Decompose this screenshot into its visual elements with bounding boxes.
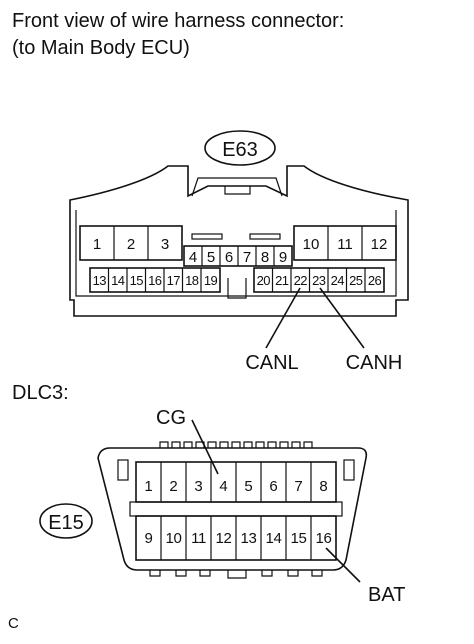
header-line-1: Front view of wire harness connector: [12,10,344,32]
connector-e63-left-block [79,225,183,261]
dlc3-separator [129,501,343,517]
dlc3-pin: 16 [316,530,332,547]
e63-pin: 14 [111,273,125,288]
cg-label: CG [156,407,186,429]
e63-pin: 3 [161,236,169,253]
dlc3-pin: 11 [191,530,206,547]
dlc3-bottom-notches [149,570,323,579]
e63-pin: 17 [167,273,181,288]
e63-pin: 24 [331,273,345,288]
bat-label: BAT [368,584,405,606]
dlc3-pin: 7 [294,478,302,495]
e63-pin: 13 [93,273,107,288]
e63-pin: 21 [275,273,289,288]
e63-pin: 19 [204,273,218,288]
dlc3-pin: 1 [144,478,152,495]
bat-leader-line [325,547,361,583]
e63-pin: 15 [130,273,144,288]
e63-pin: 16 [148,273,162,288]
e63-pin: 11 [337,236,353,253]
dlc3-housing [97,447,368,571]
dlc3-id: E15 [48,512,84,534]
e63-pin: 22 [294,273,308,288]
connector-e63-housing [69,165,409,317]
e63-pin: 23 [312,273,326,288]
e63-pin: 8 [261,249,269,266]
e63-pin: 26 [368,273,382,288]
dlc3-pin: 10 [166,530,182,547]
e63-pin: 9 [279,249,287,266]
e63-pin: 6 [225,249,233,266]
cg-leader-line [191,419,219,475]
e63-pin: 7 [243,249,251,266]
e63-pin: 10 [303,236,320,253]
canh-leader-line [319,287,365,349]
dlc3-pin: 6 [269,478,277,495]
connector-e63-id: E63 [222,139,258,161]
e63-pin: 4 [189,249,197,266]
dlc3-pin: 2 [169,478,177,495]
connector-e63-key [227,278,247,299]
e63-pin: 20 [257,273,271,288]
canh-label: CANH [346,352,403,374]
e63-pin: 12 [371,236,388,253]
canl-leader-line [265,287,301,349]
footer-code: C [8,615,19,632]
dlc3-pin: 15 [291,530,307,547]
dlc3-pin: 14 [266,530,282,547]
e63-pin: 2 [127,236,135,253]
dlc3-pin: 5 [244,478,252,495]
dlc3-pin: 4 [219,478,227,495]
dlc3-pin: 3 [194,478,202,495]
dlc3-top-notches [159,441,313,448]
connector-e63-bottom-right-block [253,267,385,293]
connector-e63-right-block [293,225,397,261]
e63-pin: 25 [349,273,363,288]
connector-e63-bottom-left-block [89,267,221,293]
dlc3-pin: 9 [145,530,153,547]
connector-e63: E63 1 2 3 10 11 12 4 5 6 [69,130,409,374]
e63-pin: 5 [207,249,215,266]
connector-e63-id-ellipse [204,130,276,166]
dlc3-id-ellipse [39,503,93,539]
dlc3-pin: 8 [319,478,327,495]
connector-e63-latch [191,177,283,197]
canl-label: CANL [245,352,298,374]
e63-pin: 1 [93,236,101,253]
header-line-2: (to Main Body ECU) [12,37,190,59]
connector-dlc3: CG 1 2 3 4 5 6 7 8 [39,407,405,606]
dlc3-pin: 13 [241,530,257,547]
e63-pin: 18 [185,273,199,288]
dlc3-heading: DLC3: [12,382,69,404]
dlc3-pin: 12 [216,530,232,547]
